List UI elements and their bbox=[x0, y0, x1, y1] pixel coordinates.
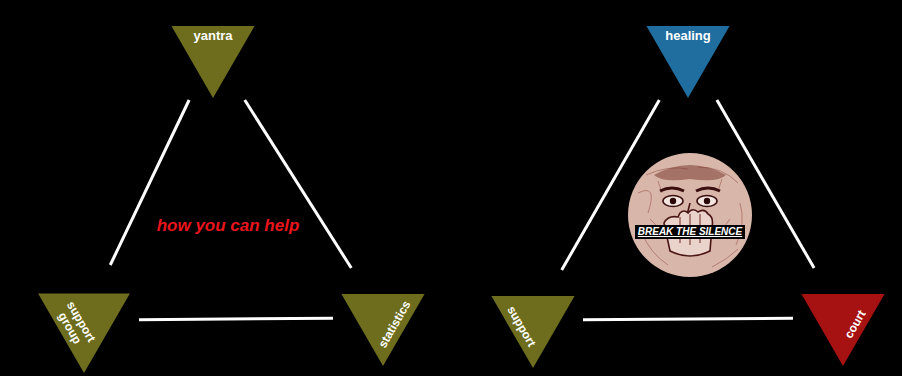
marker-triangle bbox=[638, 0, 738, 100]
marker-triangle-shape bbox=[171, 26, 254, 98]
marker-label: healing bbox=[665, 29, 712, 43]
vertex-marker: support group bbox=[29, 265, 139, 375]
marker-triangle-shape bbox=[38, 294, 130, 374]
marker-text-block: yantra bbox=[193, 29, 234, 43]
marker-triangle-shape bbox=[646, 26, 729, 98]
marker-triangle bbox=[483, 270, 583, 370]
marker-triangle bbox=[163, 0, 263, 100]
vertex-marker: healing bbox=[638, 0, 738, 100]
triangle-edge bbox=[139, 318, 333, 319]
marker-triangle bbox=[793, 268, 893, 368]
triangle-edge bbox=[562, 100, 660, 270]
triangle-edge bbox=[717, 100, 814, 268]
center-label: how you can help bbox=[157, 216, 300, 236]
emblem-circle: BREAK THE SILENCE bbox=[628, 153, 752, 277]
marker-triangle-shape bbox=[491, 296, 574, 368]
marker-triangle bbox=[333, 268, 433, 368]
vertex-marker: statistics bbox=[333, 268, 433, 368]
marker-text-block: healing bbox=[665, 29, 712, 43]
marker-triangle-shape bbox=[801, 294, 884, 366]
triangle-edge bbox=[110, 100, 189, 265]
vertex-marker: support bbox=[483, 270, 583, 370]
slogan-block: BREAK THE SILENCE bbox=[635, 225, 745, 239]
marker-triangle-shape bbox=[341, 294, 424, 366]
marker-label: yantra bbox=[193, 29, 234, 43]
vertex-marker: court bbox=[793, 268, 893, 368]
slogan-text: BREAK THE SILENCE bbox=[635, 225, 745, 239]
triangle-edge bbox=[245, 100, 352, 268]
face-illustration bbox=[628, 153, 752, 277]
triangle-edge bbox=[583, 318, 793, 319]
vertex-marker: yantra bbox=[163, 0, 263, 100]
